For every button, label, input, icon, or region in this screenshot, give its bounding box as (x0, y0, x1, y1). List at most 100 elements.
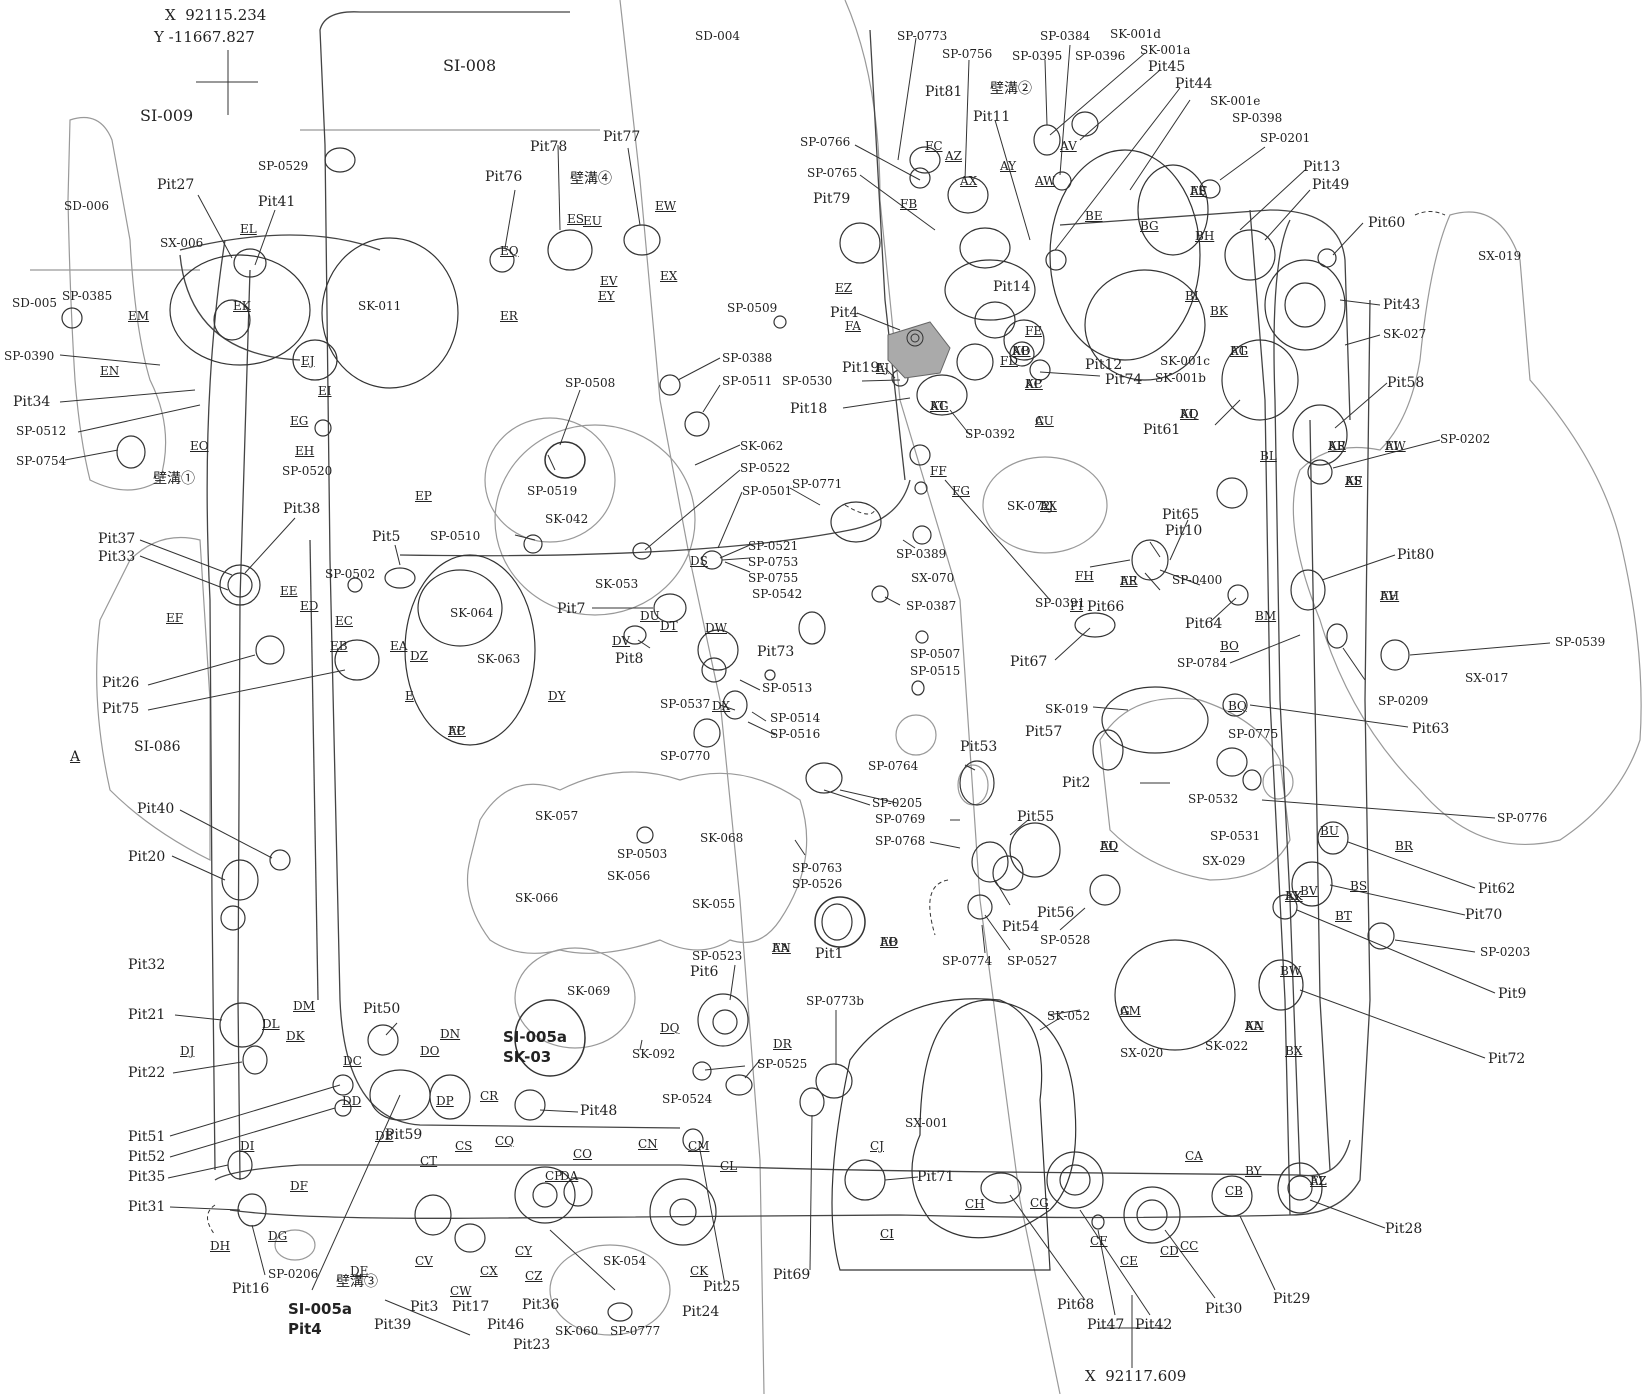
label-pit59: Pit59 (385, 1127, 423, 1143)
label-sx-029: SX-029 (1202, 854, 1246, 868)
label-sp-0203: SP-0203 (1480, 945, 1531, 959)
label-sk-055: SK-055 (692, 897, 736, 911)
pits (61, 111, 1410, 1322)
label-pit68: Pit68 (1057, 1297, 1095, 1313)
section-mark: FF (930, 464, 947, 478)
section-mark: AS (1345, 474, 1362, 488)
label-sp-0509: SP-0509 (727, 301, 778, 315)
label-pit4-bottom: Pit4 (288, 1320, 322, 1338)
label-sp-0768: SP-0768 (875, 834, 926, 848)
section-mark: CT (420, 1154, 438, 1168)
label-sd-004: SD-004 (695, 29, 741, 43)
label-sp-0522: SP-0522 (740, 461, 791, 475)
gray-features (30, 0, 1642, 1394)
section-mark: CK (690, 1264, 709, 1278)
label-pit13: Pit13 (1303, 159, 1341, 175)
label-pit10: Pit10 (1165, 523, 1203, 539)
label-sp-0770: SP-0770 (660, 749, 711, 763)
section-mark: BT (1335, 909, 1352, 923)
section-mark: AH (1380, 589, 1400, 603)
label-sp-0525: SP-0525 (757, 1057, 808, 1071)
label-pit54: Pit54 (1002, 919, 1040, 935)
label-sp-0527: SP-0527 (1007, 954, 1058, 968)
dashed-outlines (207, 211, 1446, 1236)
label-sp-0774: SP-0774 (942, 954, 993, 968)
section-mark: DO (420, 1044, 440, 1058)
section-mark: C (1035, 414, 1045, 428)
label-sp-0391: SP-0391 (1035, 596, 1086, 610)
label-sp-0384: SP-0384 (1040, 29, 1091, 43)
label-pit62: Pit62 (1478, 881, 1516, 897)
label-pit66: Pit66 (1087, 599, 1125, 615)
section-mark: AF (1190, 184, 1207, 198)
section-mark: EH (295, 444, 315, 458)
section-mark: KD (1180, 407, 1199, 421)
label-pit35: Pit35 (128, 1169, 166, 1185)
label-sp-0776: SP-0776 (1497, 811, 1548, 825)
label-heki2: 壁溝② (990, 81, 1032, 97)
label-pit42: Pit42 (1135, 1317, 1173, 1333)
label-heki3: 壁溝③ (336, 1274, 378, 1290)
section-mark: FQ (1100, 839, 1119, 853)
section-mark: EK (233, 299, 251, 313)
section-mark: FE (1025, 324, 1043, 338)
label-sp-0513: SP-0513 (762, 681, 813, 695)
section-mark: AO (1012, 344, 1031, 358)
label-sk-011: SK-011 (358, 299, 402, 313)
label-pit18: Pit18 (790, 401, 828, 417)
section-mark: BG (1140, 219, 1159, 233)
label-sk-001a: SK-001a (1140, 43, 1191, 57)
label-sp-0390: SP-0390 (4, 349, 55, 363)
section-mark: FV (1380, 589, 1397, 603)
section-mark: FD (1000, 354, 1018, 368)
label-sp-0520: SP-0520 (282, 464, 333, 478)
label-pit26: Pit26 (102, 675, 140, 691)
label-sk-03: SK-03 (503, 1048, 552, 1066)
label-si-005a-bottom: SI-005a (288, 1300, 353, 1318)
section-mark: DZ (410, 649, 428, 663)
label-sk-054: SK-054 (603, 1254, 647, 1268)
label-pit51: Pit51 (128, 1129, 166, 1145)
label-sx-017: SX-017 (1465, 671, 1509, 685)
label-sx-001: SX-001 (905, 1116, 949, 1130)
section-mark: EI (318, 384, 332, 398)
section-mark: EL (240, 222, 257, 236)
section-mark: FH (1075, 569, 1094, 583)
section-mark: AZ (945, 149, 963, 163)
label-sp-0532: SP-0532 (1188, 792, 1239, 806)
section-mark: EC (335, 614, 353, 628)
label-sp-0755: SP-0755 (748, 571, 799, 585)
label-sk-069: SK-069 (567, 984, 611, 998)
label-sk-022: SK-022 (1205, 1039, 1249, 1053)
label-sp-0507: SP-0507 (910, 647, 961, 661)
label-sx-020: SX-020 (1120, 1046, 1164, 1060)
label-pit27: Pit27 (157, 177, 195, 193)
label-pit30: Pit30 (1205, 1301, 1243, 1317)
label-pit77: Pit77 (603, 129, 641, 145)
section-mark: CD (1160, 1244, 1179, 1258)
pit4-gray-fill (887, 321, 951, 379)
section-mark: BQ (1228, 699, 1247, 713)
label-sp-0773b: SP-0773b (806, 994, 864, 1008)
label-sp-0754: SP-0754 (16, 454, 67, 468)
label-sp-0516: SP-0516 (770, 727, 821, 741)
label-sp-0206: SP-0206 (268, 1267, 319, 1281)
section-mark: DG (268, 1229, 288, 1243)
label-si-009: SI-009 (140, 106, 194, 125)
section-mark: DF (290, 1179, 308, 1193)
label-pit4: Pit4 (830, 305, 859, 321)
sk-055-057-066-068-cluster (466, 771, 808, 954)
label-sd-005: SD-005 (12, 296, 58, 310)
label-sp-0389: SP-0389 (896, 547, 947, 561)
label-pit75: Pit75 (102, 701, 140, 717)
section-mark: CH (965, 1197, 985, 1211)
section-mark: EP (415, 489, 432, 503)
section-mark: DL (262, 1017, 280, 1031)
section-mark: CV (415, 1254, 433, 1268)
section-mark: AB (880, 935, 898, 949)
label-sp-0209: SP-0209 (1378, 694, 1429, 708)
section-mark: CS (455, 1139, 473, 1153)
section-mark: CZ (525, 1269, 543, 1283)
label-pit25: Pit25 (703, 1279, 741, 1295)
label-sk-063: SK-063 (477, 652, 521, 666)
